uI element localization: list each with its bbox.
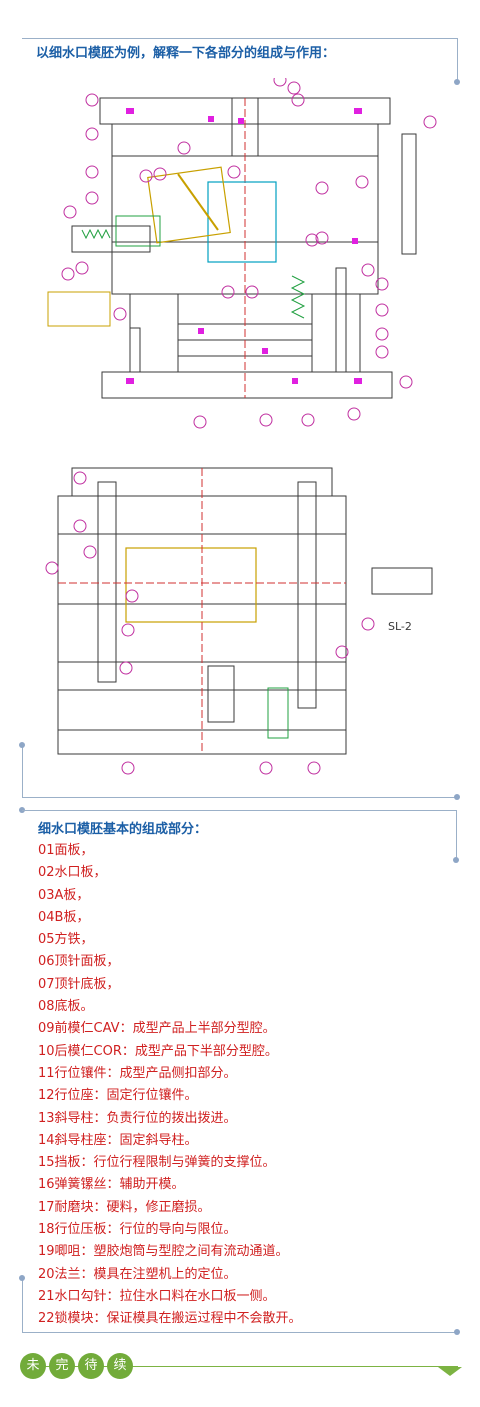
list-item: 17耐磨块：硬料，修正磨损。 bbox=[38, 1199, 211, 1215]
list-item: 11行位镶件：成型产品侧扣部分。 bbox=[38, 1065, 237, 1081]
list-item: 06顶针面板， bbox=[38, 954, 120, 970]
list-item: 10后模仁COR：成型产品下半部分型腔。 bbox=[38, 1043, 278, 1059]
list-item: 05方铁， bbox=[38, 932, 94, 948]
list-item: 07顶针底板， bbox=[38, 976, 120, 992]
to-be-continued-badges: 未 完 待 续 bbox=[20, 1353, 133, 1379]
list-item: 03A板， bbox=[38, 887, 90, 903]
list-item: 19唧咀：塑胶炮筒与型腔之间有流动通道。 bbox=[38, 1244, 289, 1260]
frame-dot bbox=[453, 857, 459, 863]
mold-base-diagram: SL-2 bbox=[45, 78, 437, 775]
spacer-left bbox=[129, 293, 179, 373]
badge-char: 完 bbox=[49, 1353, 75, 1379]
slider-side-view bbox=[47, 291, 111, 327]
badge-char: 未 bbox=[20, 1353, 46, 1379]
parts-list: 01面板， 02水口板， 03A板， 04B板， 05方铁， 06顶针面板， 0… bbox=[38, 840, 438, 1331]
frame-dot bbox=[19, 742, 25, 748]
list-item: 22锁模块：保证模具在搬运过程中不会散开。 bbox=[38, 1311, 302, 1327]
lock-block-view bbox=[401, 133, 417, 255]
sl2-label: SL-2 bbox=[388, 620, 412, 633]
plate-bottom bbox=[101, 371, 393, 399]
guide-pin-left bbox=[97, 481, 117, 683]
section2-frame-bottom bbox=[22, 1332, 458, 1333]
plate-runner bbox=[111, 123, 379, 157]
list-item: 16弹簧镙丝：辅助开模。 bbox=[38, 1177, 185, 1193]
badge-char: 续 bbox=[107, 1353, 133, 1379]
section1-heading: 以细水口模胚为例，解释一下各部分的组成与作用： bbox=[36, 46, 336, 61]
section1-frame-left bbox=[22, 745, 23, 797]
list-item: 09前模仁CAV：成型产品上半部分型腔。 bbox=[38, 1021, 276, 1037]
section2-heading: 细水口模胚基本的组成部分： bbox=[38, 822, 208, 837]
section1-frame-bottom bbox=[22, 797, 458, 798]
frame-dot bbox=[454, 79, 460, 85]
section1-frame-top bbox=[22, 38, 458, 39]
list-item: 01面板， bbox=[38, 843, 94, 858]
list-item: 04B板， bbox=[38, 909, 90, 925]
frame-dot bbox=[19, 1275, 25, 1281]
frame-dot bbox=[454, 1329, 460, 1335]
list-item: 18行位压板：行位的导向与限位。 bbox=[38, 1222, 237, 1238]
list-item: 08底板。 bbox=[38, 999, 94, 1015]
section2-frame-right bbox=[456, 810, 457, 860]
list-item: 02水口板， bbox=[38, 865, 107, 881]
section2-frame-left bbox=[22, 1278, 23, 1332]
badge-char: 待 bbox=[78, 1353, 104, 1379]
list-item: 12行位座：固定行位镶件。 bbox=[38, 1088, 198, 1104]
guide-pin-right bbox=[297, 481, 317, 709]
list-item: 13斜导柱：负责行位的拨出拨进。 bbox=[38, 1110, 237, 1126]
list-item: 15挡板：行位行程限制与弹簧的支撑位。 bbox=[38, 1155, 276, 1171]
list-item: 14斜导柱座：固定斜导柱。 bbox=[38, 1132, 198, 1148]
frame-dot bbox=[454, 794, 460, 800]
section2-frame-top bbox=[22, 810, 456, 811]
section1-frame-right bbox=[457, 38, 458, 82]
footer-triangle bbox=[438, 1367, 462, 1376]
footer-divider bbox=[22, 1366, 458, 1367]
list-item: 20法兰：模具在注塑机上的定位。 bbox=[38, 1266, 237, 1282]
sl2-view bbox=[371, 567, 433, 595]
list-item: 21水口勾针：拉住水口料在水口板一侧。 bbox=[38, 1288, 276, 1304]
